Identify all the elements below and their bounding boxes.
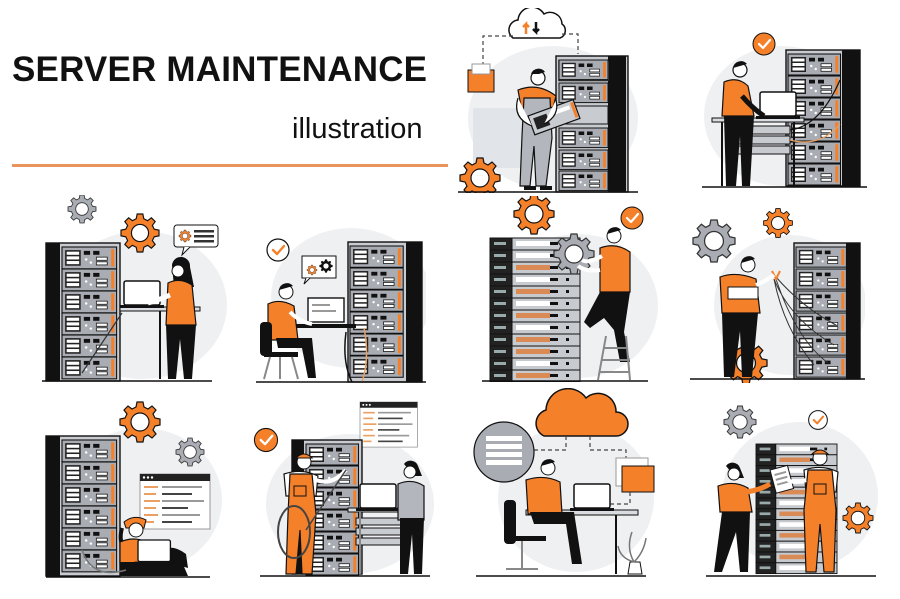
seated-man-figure (267, 283, 316, 378)
seated-man-figure (525, 459, 582, 564)
scene-laptop-cable-patching (702, 26, 867, 191)
illustration (706, 405, 878, 577)
illustration (458, 8, 638, 193)
check-badge-icon (253, 427, 279, 453)
scene-floor-laptop-code (42, 400, 227, 580)
scene-cloud-data-sync (466, 388, 656, 580)
illustration (702, 31, 867, 188)
scene-inspection-checklist (700, 400, 880, 580)
woman-figure (147, 256, 197, 379)
orange-gear-icon (763, 208, 793, 238)
orange-gear-icon (513, 196, 555, 235)
code-window (139, 473, 211, 530)
title-underline (12, 164, 448, 167)
gray-gear-icon (67, 195, 97, 224)
scene-seated-monitoring (256, 228, 426, 383)
page-subtitle: illustration (292, 113, 423, 145)
illustration (690, 208, 865, 383)
page-title: SERVER MAINTENANCE (12, 50, 428, 89)
gray-gear-icon (175, 437, 205, 467)
office-chair (260, 322, 299, 380)
scene-cloud-upload-rack-swap (458, 8, 638, 193)
woman-figure (714, 462, 772, 572)
technician-figure (719, 256, 776, 377)
woman-figure (397, 460, 425, 574)
scene-cable-diagnostics (690, 205, 865, 383)
folder-icon (467, 63, 495, 93)
scene-woman-standing-desk (42, 195, 227, 382)
folder-icon (615, 457, 655, 493)
scene-ladder-gear-repair (478, 196, 658, 382)
check-badge-icon (751, 31, 777, 57)
technician-figure (721, 61, 766, 186)
check-badge-icon (807, 409, 829, 431)
worker-overalls-figure (277, 453, 348, 575)
cloud-icon (508, 8, 566, 39)
check-badge-icon (619, 205, 645, 231)
scene-team-cable-install (250, 400, 440, 580)
technician-overalls-figure (786, 449, 839, 573)
gray-gear-icon (553, 233, 595, 275)
gray-gear-icon (723, 405, 757, 439)
plant-icon (617, 531, 647, 575)
clipboard-icon (769, 464, 795, 494)
illustration (253, 401, 434, 577)
illustration (473, 388, 655, 577)
cloud-icon (535, 388, 629, 437)
speech-bubble (301, 255, 337, 285)
orange-gear-icon (842, 502, 874, 534)
gray-gear-icon (692, 219, 736, 263)
office-chair (504, 500, 546, 570)
orange-gear-icon (120, 213, 160, 253)
illustration (45, 401, 222, 578)
code-window (359, 401, 418, 448)
ladder (597, 335, 631, 381)
man-on-ladder (576, 227, 631, 362)
orange-gear-icon (119, 401, 161, 443)
illustration (256, 228, 426, 383)
illustration (482, 196, 658, 382)
check-badge-icon (265, 237, 291, 263)
database-icon (473, 421, 535, 483)
speech-bubble (173, 224, 219, 257)
illustration (42, 195, 227, 382)
